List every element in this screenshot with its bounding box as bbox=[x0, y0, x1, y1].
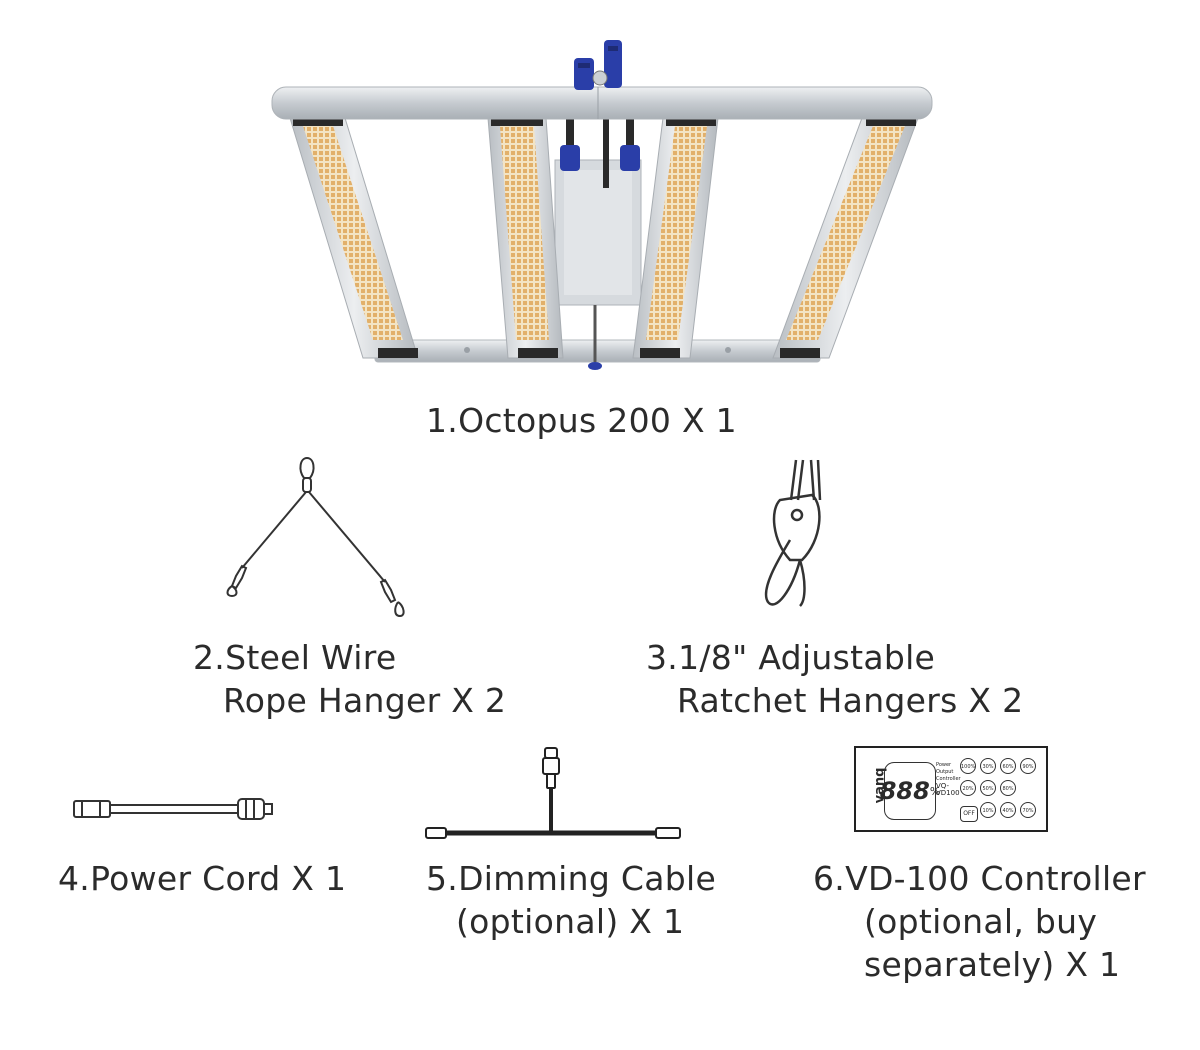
controller-level-button[interactable]: 100% bbox=[960, 758, 976, 774]
controller-level-button[interactable]: 10% bbox=[980, 802, 996, 818]
label-line: 6.VD-100 Controller bbox=[813, 859, 1146, 898]
controller-model-id: VQ-VD100 bbox=[936, 782, 960, 797]
controller-level-button[interactable]: 50% bbox=[980, 780, 996, 796]
controller-display-value: 888 bbox=[879, 777, 930, 805]
item-label-power-cord: 4.Power Cord X 1 bbox=[58, 857, 346, 900]
controller-level-button[interactable]: 70% bbox=[1020, 802, 1036, 818]
item-label-controller: 6.VD-100 Controller (optional, buy separ… bbox=[813, 857, 1146, 986]
label-line: separately) X 1 bbox=[864, 945, 1121, 984]
controller-level-button[interactable]: 60% bbox=[1000, 758, 1016, 774]
label-line: 5.Dimming Cable bbox=[426, 859, 717, 898]
controller-level-button[interactable]: 40% bbox=[1000, 802, 1016, 818]
item-label-dimming-cable: 5.Dimming Cable (optional) X 1 bbox=[426, 857, 716, 943]
label-line: 1.Octopus 200 X 1 bbox=[426, 401, 737, 440]
label-line: 4.Power Cord X 1 bbox=[58, 859, 347, 898]
controller-button-grid: 100%30%60%90% 20%50%80%10%40%70% bbox=[960, 756, 1044, 826]
controller-percent: % bbox=[929, 784, 941, 798]
controller-display: 888 % bbox=[880, 762, 940, 820]
controller-level-button[interactable]: 90% bbox=[1020, 758, 1036, 774]
controller-level-button[interactable]: 80% bbox=[1000, 780, 1016, 796]
label-line: Rope Hanger X 2 bbox=[223, 681, 507, 720]
label-line: Ratchet Hangers X 2 bbox=[677, 681, 1024, 720]
controller-level-button[interactable]: 20% bbox=[960, 780, 976, 796]
controller-model-line: Power Output Controller bbox=[936, 762, 961, 782]
item-label-steel-wire: 2.Steel Wire Rope Hanger X 2 bbox=[193, 636, 506, 722]
controller-level-button[interactable]: 30% bbox=[980, 758, 996, 774]
label-line: (optional, buy bbox=[864, 902, 1098, 941]
controller-off-button[interactable]: OFF bbox=[960, 806, 978, 822]
controller-icon: vanq 888 % Power Output Controller VQ-VD… bbox=[854, 746, 1048, 832]
label-line: (optional) X 1 bbox=[456, 902, 685, 941]
item-label-octopus: 1.Octopus 200 X 1 bbox=[426, 399, 737, 442]
label-line: 3.1/8" Adjustable bbox=[646, 638, 936, 677]
controller-model-text: Power Output Controller VQ-VD100 bbox=[936, 762, 964, 822]
label-line: 2.Steel Wire bbox=[193, 638, 397, 677]
item-label-ratchet: 3.1/8" Adjustable Ratchet Hangers X 2 bbox=[646, 636, 1023, 722]
